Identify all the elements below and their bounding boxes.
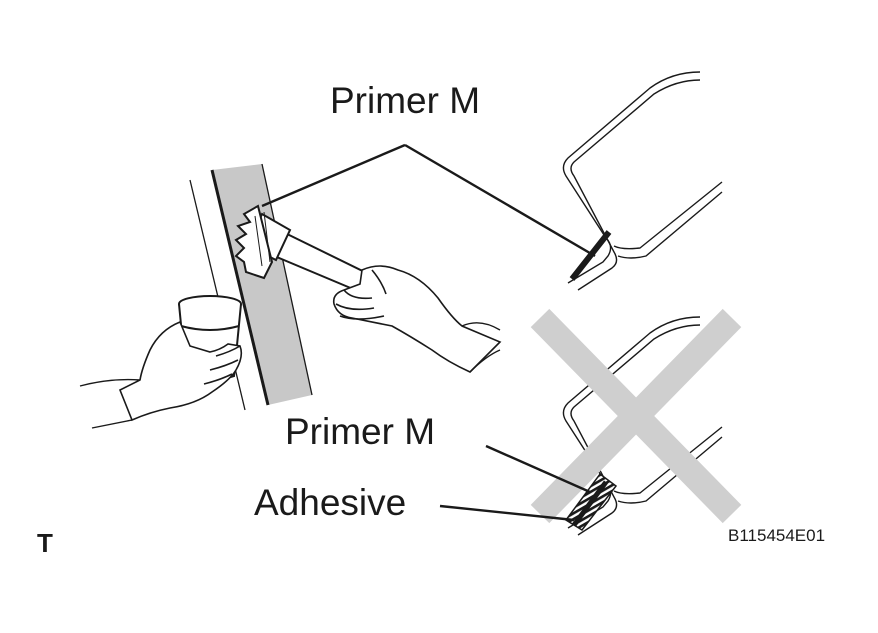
right-hand xyxy=(332,265,502,373)
section-detail-wrong xyxy=(562,316,723,536)
primer-coat-wrong xyxy=(571,480,609,527)
left-sleeve xyxy=(79,378,141,429)
section-detail-correct xyxy=(562,71,723,291)
label-primer-m-bottom: Primer M xyxy=(285,411,436,452)
x-cross-icon xyxy=(530,308,742,524)
right-sleeve xyxy=(461,322,501,373)
corner-mark: T xyxy=(37,528,53,558)
primer-coat-correct xyxy=(569,230,612,281)
label-adhesive: Adhesive xyxy=(254,482,407,523)
left-hand xyxy=(118,320,243,422)
label-primer-m-top: Primer M xyxy=(330,80,481,121)
leader-lines-top xyxy=(261,143,596,258)
leader-lines-bottom xyxy=(439,444,591,522)
figure-id: B115454E01 xyxy=(728,526,826,545)
primer-band xyxy=(212,164,312,405)
